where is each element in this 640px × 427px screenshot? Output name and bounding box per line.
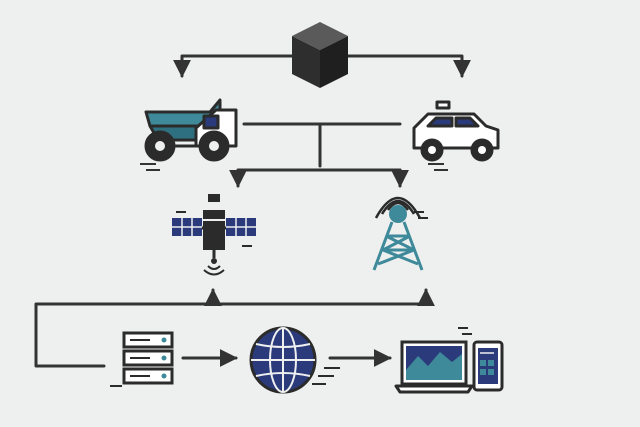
laptop-icon [394,340,474,394]
edge-server-to-satellite-tower [34,288,435,368]
car-motion-lines [428,163,448,171]
device-motion-lines [458,327,472,335]
truck-motion-lines [140,163,160,171]
dump-truck-icon [144,98,238,162]
phone-icon [472,340,504,392]
cube-icon [292,22,348,88]
edge-cube-to-car [346,54,471,78]
connector-lines [34,54,471,368]
edge-bus-to-satellite [229,168,402,188]
globe-motion-lines [312,367,340,385]
edge-bus-to-tower [238,168,409,188]
server-rack-icon [110,331,174,387]
satellite-icon [172,194,256,276]
globe-icon [249,326,317,394]
cell-tower-icon [372,196,428,271]
car-icon [412,100,500,162]
edge-cube-to-truck [173,54,294,78]
